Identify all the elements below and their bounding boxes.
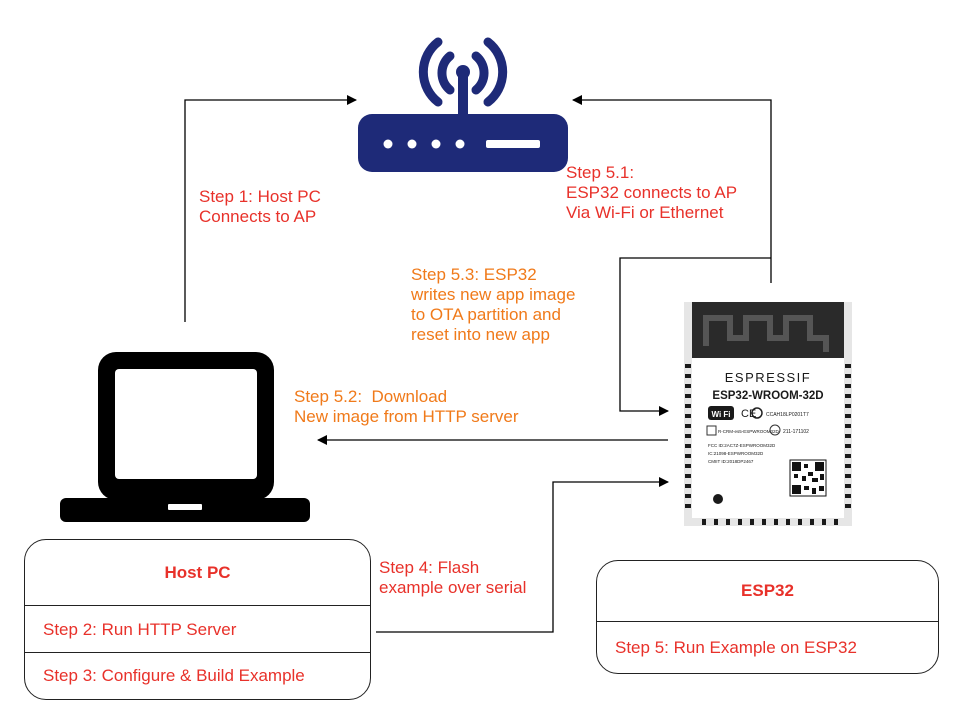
step53-line2: writes new app image (411, 285, 576, 304)
host-pc-step3: Step 3: Configure & Build Example (43, 666, 305, 685)
step52-line1: Step 5.2: Download (294, 387, 448, 406)
step52-label: Step 5.2: Download New image from HTTP s… (294, 387, 519, 427)
step4-line2: example over serial (379, 578, 527, 597)
esp32-module-image: ESPRESSIF ESP32-WROOM-32D Wi Fi CE CCAH1… (684, 302, 852, 526)
arrow-step53 (619, 257, 771, 416)
esp32-step5: Step 5: Run Example on ESP32 (615, 638, 857, 657)
host-pc-title: Host PC (164, 563, 231, 582)
module-ic: IC:21098-ESPWROOM32D (708, 451, 764, 456)
module-brand: ESPRESSIF (725, 370, 811, 385)
step4-label: Step 4: Flash example over serial (379, 558, 526, 598)
step1-line1: Step 1: Host PC (199, 187, 321, 206)
esp32-title: ESP32 (741, 581, 794, 600)
host-pc-divider-1 (25, 605, 370, 606)
module-ce: CE (741, 408, 756, 420)
step51-line2: ESP32 connects to AP (566, 183, 738, 202)
step1-label: Step 1: Host PC Connects to AP (199, 187, 321, 227)
module-model: ESP32-WROOM-32D (712, 390, 823, 402)
module-ccah: CCAH18LP0201T7 (766, 412, 809, 418)
step4-line1: Step 4: Flash (379, 558, 480, 577)
module-code: 211-171102 (783, 429, 809, 435)
module-wifi: Wi Fi (711, 410, 730, 419)
host-pc-step2: Step 2: Run HTTP Server (43, 620, 237, 639)
router-icon (358, 37, 568, 172)
esp32-divider (597, 621, 938, 622)
step53-label: Step 5.3: ESP32 writes new app image to … (411, 265, 575, 345)
module-fcc: FCC ID:2AC7Z-ESPWROOM32D (708, 443, 776, 448)
module-cmiit: CMIIT ID:2018DP2467 (708, 459, 754, 464)
arrow-step1 (184, 95, 357, 322)
step52-line2: New image from HTTP server (294, 407, 519, 426)
esp32-box: ESP32 Step 5: Run Example on ESP32 (596, 560, 939, 674)
host-pc-box: Host PC Step 2: Run HTTP Server Step 3: … (24, 539, 371, 700)
host-pc-divider-2 (25, 652, 370, 653)
arrow-step4 (376, 477, 669, 633)
step53-line4: reset into new app (411, 325, 550, 344)
step51-label: Step 5.1: ESP32 connects to AP Via Wi-Fi… (566, 163, 737, 223)
step53-line1: Step 5.3: ESP32 (411, 265, 537, 284)
laptop-icon (60, 352, 310, 522)
module-rcrm: R-CRM-es5-ESPWROOM32D (718, 429, 780, 434)
step53-line3: to OTA partition and (411, 305, 561, 324)
arrow-step51 (572, 95, 772, 283)
step51-line1: Step 5.1: (566, 163, 635, 182)
step1-line2: Connects to AP (199, 207, 317, 226)
esp32-module-drawing: ESPRESSIF ESP32-WROOM-32D Wi Fi CE CCAH1… (684, 302, 852, 526)
step51-line3: Via Wi-Fi or Ethernet (566, 203, 724, 222)
